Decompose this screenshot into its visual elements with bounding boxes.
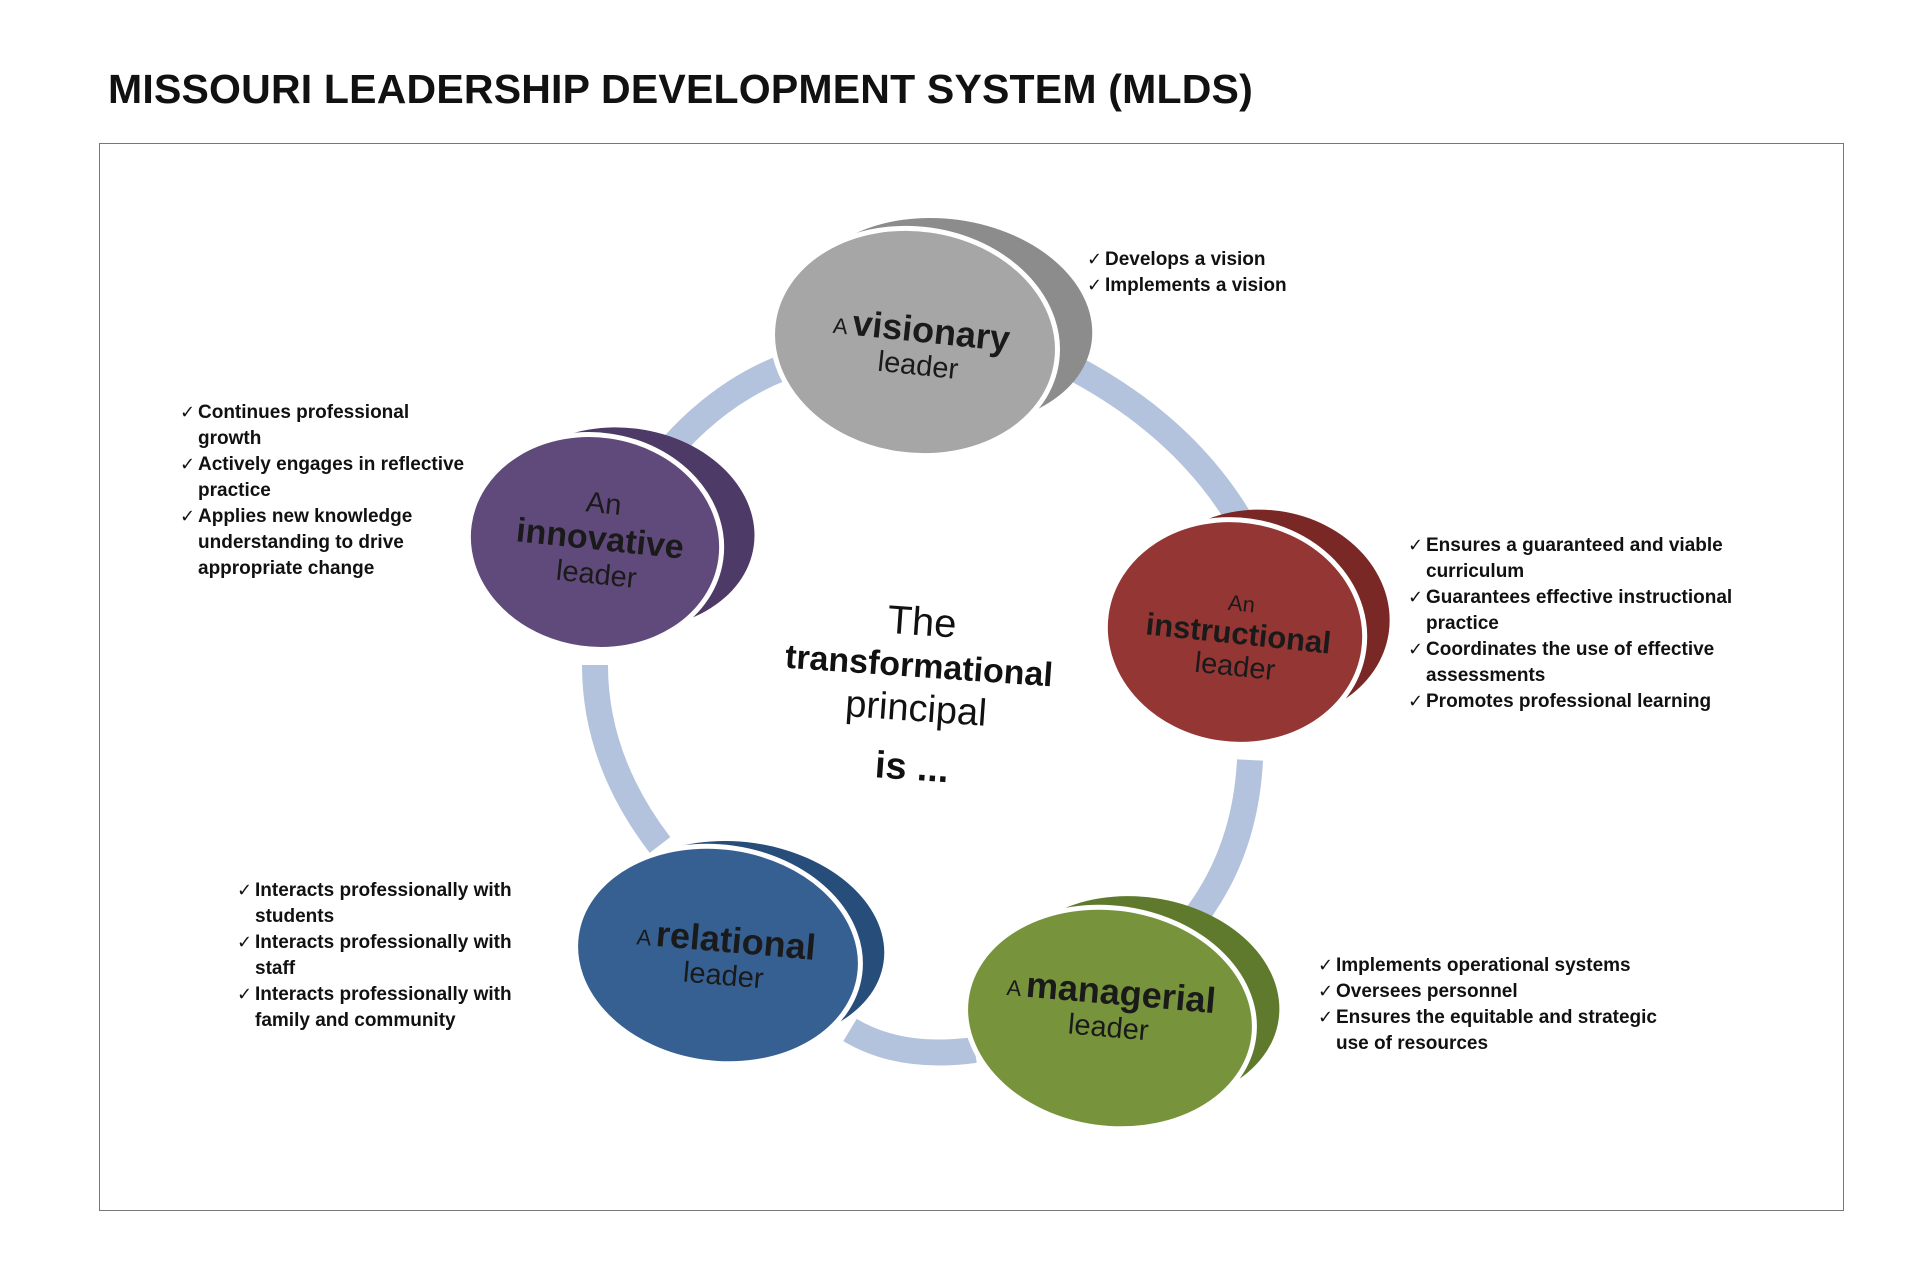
list-item: Implements a vision bbox=[1087, 273, 1327, 299]
list-item: Actively engages in reflective practice bbox=[180, 452, 465, 504]
node-visionary-article: A bbox=[831, 312, 850, 340]
connector-instructional-managerial bbox=[1175, 759, 1263, 939]
list-item: Applies new knowledge understanding to d… bbox=[180, 504, 465, 582]
instructional-checklist: Ensures a guaranteed and viable curricul… bbox=[1408, 533, 1753, 715]
list-item: Ensures a guaranteed and viable curricul… bbox=[1408, 533, 1753, 585]
node-visionary-shape bbox=[770, 225, 1060, 459]
node-managerial bbox=[963, 896, 1280, 1132]
diagram-frame bbox=[99, 143, 1844, 1211]
connector-relational-innovative bbox=[582, 664, 671, 853]
list-item: Implements operational systems bbox=[1318, 953, 1668, 979]
node-managerial-shape bbox=[963, 904, 1257, 1132]
node-relational-shape bbox=[573, 843, 863, 1067]
node-relational bbox=[573, 840, 885, 1067]
page-title: MISSOURI LEADERSHIP DEVELOPMENT SYSTEM (… bbox=[108, 66, 1253, 112]
relational-checklist: Interacts professionally with students I… bbox=[237, 878, 527, 1034]
list-item: Coordinates the use of effective assessm… bbox=[1408, 637, 1753, 689]
list-item: Develops a vision bbox=[1087, 247, 1327, 273]
innovative-checklist: Continues professional growth Actively e… bbox=[180, 400, 465, 582]
node-innovative bbox=[465, 427, 755, 652]
connector-visionary-instructional bbox=[1052, 348, 1252, 527]
center-statement: The transformational principal is ... bbox=[746, 587, 1089, 804]
list-item: Guarantees effective instructional pract… bbox=[1408, 585, 1753, 637]
node-relational-article: A bbox=[635, 924, 653, 951]
list-item: Promotes professional learning bbox=[1408, 689, 1753, 715]
list-item: Interacts professionally with family and… bbox=[237, 982, 527, 1034]
list-item: Oversees personnel bbox=[1318, 979, 1668, 1005]
list-item: Interacts professionally with staff bbox=[237, 930, 527, 982]
node-instructional bbox=[1102, 509, 1390, 747]
list-item: Interacts professionally with students bbox=[237, 878, 527, 930]
list-item: Ensures the equitable and strategic use … bbox=[1318, 1005, 1668, 1057]
node-managerial-article: A bbox=[1005, 974, 1023, 1002]
node-visionary bbox=[770, 217, 1093, 459]
node-instructional-shape bbox=[1102, 517, 1368, 747]
node-innovative-shape bbox=[465, 432, 725, 652]
connector-managerial-relational bbox=[843, 1018, 977, 1066]
managerial-checklist: Implements operational systems Oversees … bbox=[1318, 953, 1668, 1057]
visionary-checklist: Develops a vision Implements a vision bbox=[1087, 247, 1327, 299]
connector-innovative-visionary bbox=[655, 352, 795, 464]
list-item: Continues professional growth bbox=[180, 400, 465, 452]
